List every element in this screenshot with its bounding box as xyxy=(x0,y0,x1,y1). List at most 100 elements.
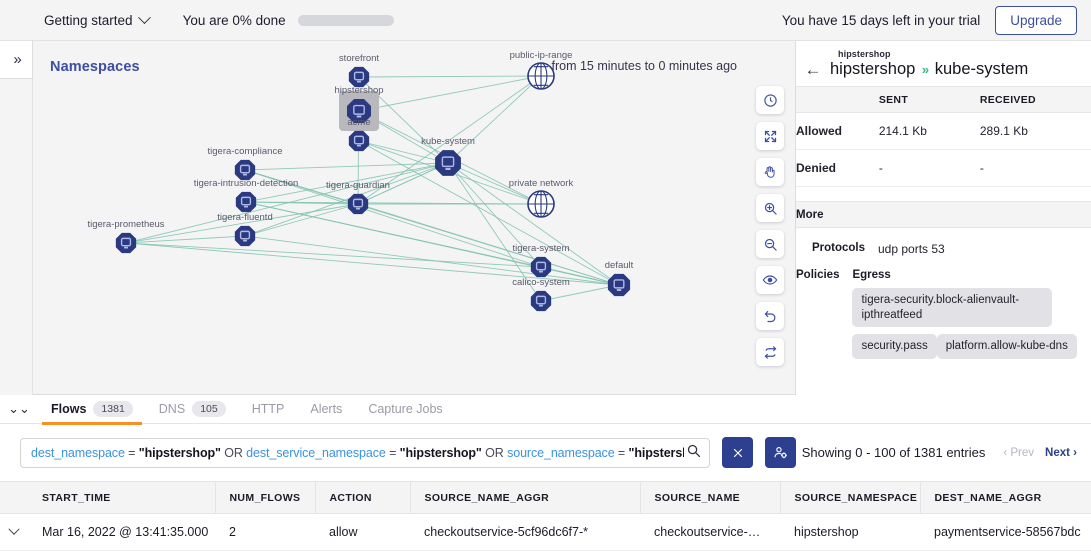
sidebar-expand-button[interactable]: » xyxy=(0,41,33,79)
undo-icon-button[interactable] xyxy=(756,302,784,330)
graph-node[interactable] xyxy=(339,91,379,131)
trial-notice: You have 15 days left in your trial xyxy=(781,12,981,28)
graph-node[interactable] xyxy=(348,130,370,152)
top-bar: Getting started You are 0% done You have… xyxy=(0,0,1091,41)
query-token-field: dest_service_namespace xyxy=(246,445,386,460)
graph-edge xyxy=(125,242,542,268)
query-token-val: "hipstershop xyxy=(628,445,684,460)
graph-nodes[interactable] xyxy=(115,62,631,312)
detail-row-received: 289.1 Kb xyxy=(979,124,1028,138)
graph-node[interactable] xyxy=(527,190,555,218)
flows-col-source_name[interactable]: SOURCE_NAME xyxy=(640,481,781,514)
graph-edge xyxy=(125,162,449,244)
graph-node[interactable] xyxy=(607,273,631,297)
zoom-in-icon-button[interactable] xyxy=(756,194,784,222)
query-token-op: OR xyxy=(481,445,508,460)
flow-detail-panel: hipstershop ← hipstershop » kube-system … xyxy=(795,41,1091,395)
service-graph-pane[interactable]: Namespaces from 15 minutes to 0 minutes … xyxy=(33,41,795,395)
query-token-op: = xyxy=(385,445,400,460)
graph-node[interactable] xyxy=(347,193,369,215)
getting-started-label: Getting started xyxy=(44,12,133,28)
detail-protocols-value: udp ports 53 xyxy=(878,242,945,256)
detail-protocols-label: Protocols xyxy=(811,242,865,254)
flows-col-dest_name_aggr[interactable]: DEST_NAME_AGGR xyxy=(920,481,1091,514)
graph-edge xyxy=(125,242,620,286)
prev-page-button[interactable]: ‹ Prev xyxy=(1003,446,1035,459)
tab-badge: 105 xyxy=(192,401,226,417)
next-page-button[interactable]: Next › xyxy=(1045,446,1077,459)
double-chevron-right-icon: » xyxy=(13,51,22,68)
tab-alerts[interactable]: Alerts xyxy=(297,395,355,424)
progress-bar xyxy=(297,14,394,26)
policy-chip[interactable]: security.pass xyxy=(852,334,937,360)
policy-chip[interactable]: tigera-security.block-alienvault-ipthrea… xyxy=(852,288,1053,328)
query-token-op: OR xyxy=(220,445,247,460)
flows-col-num_flows[interactable]: NUM_FLOWS xyxy=(215,481,316,514)
graph-edge xyxy=(358,75,542,112)
graph-edge xyxy=(358,140,620,286)
graph-node[interactable] xyxy=(435,150,461,176)
tab-label: Flows xyxy=(51,402,87,416)
graph-node[interactable] xyxy=(530,256,552,278)
graph-time-range: from 15 minutes to 0 minutes ago xyxy=(551,59,737,73)
detail-policies-row: Policies Egress tigera-security.block-al… xyxy=(796,269,1091,360)
graph-edge xyxy=(357,162,449,205)
upgrade-button[interactable]: Upgrade xyxy=(995,5,1077,35)
search-input[interactable]: dest_namespace = "hipstershop" OR dest_s… xyxy=(20,437,710,468)
flows-col-source_name_aggr[interactable]: SOURCE_NAME_AGGR xyxy=(410,481,641,514)
detail-dest: kube-system xyxy=(934,60,1029,78)
policy-chip-list: tigera-security.block-alienvault-ipthrea… xyxy=(852,281,1091,360)
back-arrow-icon[interactable]: ← xyxy=(804,60,822,79)
zoom-out-icon-button[interactable] xyxy=(756,230,784,258)
flows-col-action[interactable]: ACTION xyxy=(315,481,411,514)
flows-col-start_time[interactable]: START_TIME xyxy=(28,481,216,514)
graph-node[interactable] xyxy=(348,66,370,88)
graph-node[interactable] xyxy=(527,62,555,90)
graph-node[interactable] xyxy=(115,232,137,254)
graph-node[interactable] xyxy=(235,191,257,213)
detail-row-sent: 214.1 Kb xyxy=(878,124,927,138)
graph-edge xyxy=(125,203,359,244)
search-query-text: dest_namespace = "hipstershop" OR dest_s… xyxy=(31,446,684,460)
graph-node[interactable] xyxy=(234,225,256,247)
clock-icon-button[interactable] xyxy=(756,86,784,114)
getting-started-menu[interactable]: Getting started xyxy=(44,10,151,28)
clear-filter-button[interactable] xyxy=(722,437,753,468)
detail-row-label: Denied xyxy=(796,161,837,175)
filter-row: dest_namespace = "hipstershop" OR dest_s… xyxy=(0,424,1091,481)
graph-node[interactable] xyxy=(530,290,552,312)
graph-node[interactable] xyxy=(234,159,256,181)
detail-protocols-row: Protocols udp ports 53 xyxy=(796,242,1091,256)
graph-toolbar[interactable] xyxy=(756,86,784,366)
detail-policies-list: Egress tigera-security.block-alienvault-… xyxy=(852,269,1091,360)
showing-entries-label: Showing 0 - 100 of 1381 entries xyxy=(801,445,986,460)
hand-icon-button[interactable] xyxy=(756,158,784,186)
refresh-icon-button[interactable] xyxy=(756,338,784,366)
query-token-val: "hipstershop" xyxy=(399,445,482,460)
row-expand-cell[interactable] xyxy=(0,514,28,551)
flows-col-expand xyxy=(0,482,28,514)
chevron-down-icon[interactable] xyxy=(7,523,20,535)
cell-dest_name_aggr: paymentservice-58567bdc xyxy=(934,525,1081,539)
expand-icon-button[interactable] xyxy=(756,122,784,150)
detail-policies-direction: Egress xyxy=(852,269,891,281)
detail-title: hipstershop » kube-system xyxy=(830,60,1028,79)
tab-capture-jobs[interactable]: Capture Jobs xyxy=(355,395,455,424)
double-chevron-down-icon[interactable]: ⌄⌄ xyxy=(8,401,30,416)
cell-num_flows: 2 xyxy=(229,525,236,539)
cell-source_namespace: hipstershop xyxy=(794,525,859,539)
eye-icon-button[interactable] xyxy=(756,266,784,294)
flows-col-source_namespace[interactable]: SOURCE_NAMESPACE xyxy=(780,481,921,514)
search-icon[interactable] xyxy=(686,443,701,463)
tab-label: Capture Jobs xyxy=(368,402,443,416)
tab-http[interactable]: HTTP xyxy=(239,395,298,424)
detail-row-sent: - xyxy=(878,161,883,175)
user-settings-icon-button[interactable] xyxy=(765,437,796,468)
graph-canvas[interactable] xyxy=(33,41,795,395)
policy-chip[interactable]: platform.allow-kube-dns xyxy=(936,334,1077,360)
